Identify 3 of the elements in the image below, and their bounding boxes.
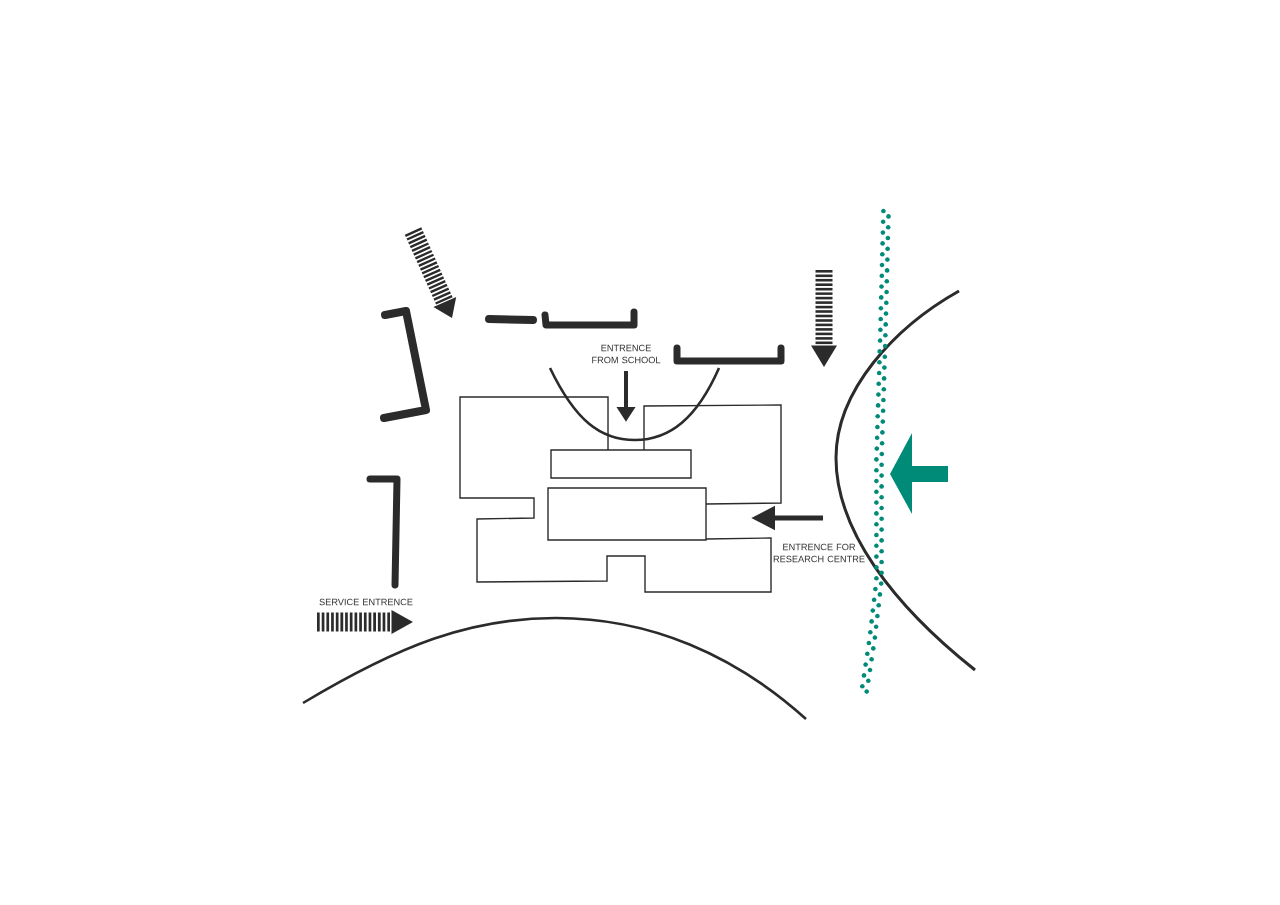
label: ENTRENCE FROM SCHOOL [592,344,661,364]
label: ENTRENCE FOR RESEARCH CENTRE [773,543,865,563]
label: SERVICE ENTRENCE [319,598,413,606]
